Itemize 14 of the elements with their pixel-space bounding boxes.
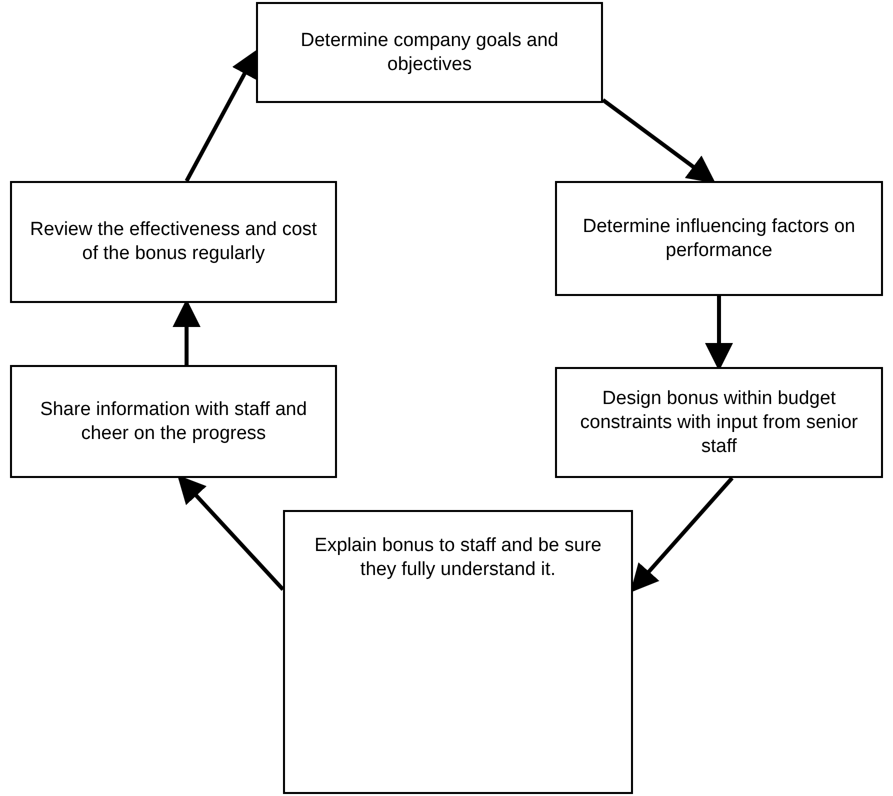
process-box [283,510,633,794]
process-box [555,367,883,478]
process-box [555,181,883,296]
arrow [602,98,716,184]
step-text: Explain bonus to staff and be sure they fully understand it. [314,534,602,582]
arrow [184,48,258,182]
process-box [10,181,337,303]
step-text: Determine company goals and objectives [300,28,560,76]
step-text: Review the effectiveness and cost of the bonus regularly [29,218,318,266]
process-box [256,2,603,103]
step-text: Share information with staff and cheer on the progress [39,398,308,446]
step-text: Design bonus within budget constraints with input from senior staff [579,386,859,458]
step-text: Determine influencing factors on performance [582,214,856,262]
process-box [10,365,337,478]
